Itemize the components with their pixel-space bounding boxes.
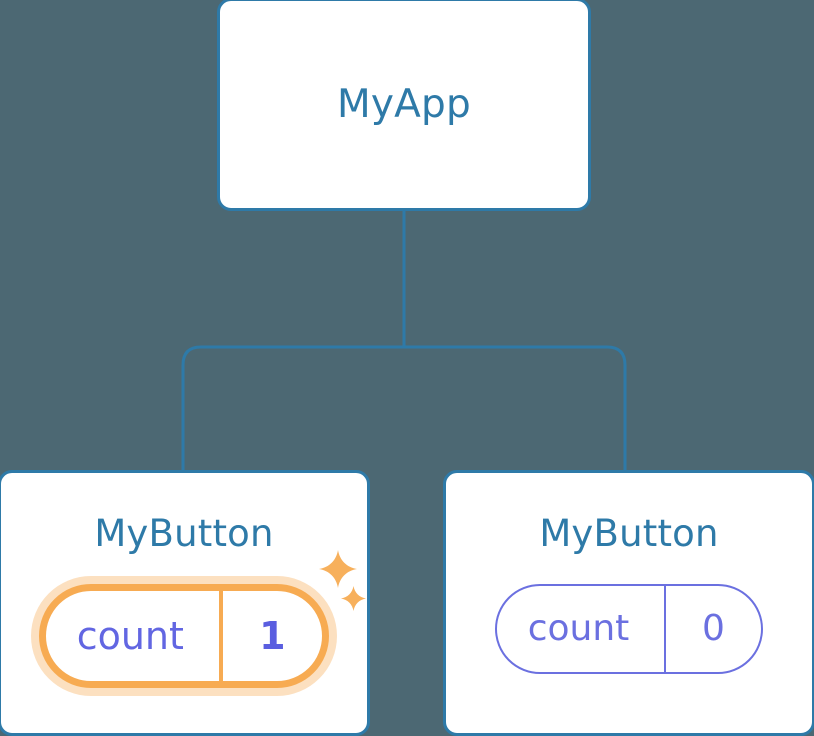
node-mybutton-left[interactable]: MyButton count 1 bbox=[0, 470, 370, 736]
state-pill-left-key: count bbox=[46, 591, 223, 681]
connector-branch-left bbox=[181, 345, 404, 470]
node-mybutton-right[interactable]: MyButton count 0 bbox=[443, 470, 814, 736]
node-mybutton-right-title: MyButton bbox=[539, 512, 719, 555]
state-pill-left-wrap: count 1 bbox=[39, 550, 366, 688]
node-myapp-title: MyApp bbox=[337, 82, 471, 127]
sparkle-icon bbox=[341, 586, 366, 611]
state-pill-right-wrap: count 0 bbox=[495, 584, 763, 674]
connector-branch-right bbox=[404, 345, 627, 470]
state-pill-left[interactable]: count 1 bbox=[39, 584, 329, 688]
node-mybutton-left-title: MyButton bbox=[94, 512, 274, 555]
state-pill-right[interactable]: count 0 bbox=[495, 584, 763, 674]
state-pill-right-key: count bbox=[497, 586, 666, 672]
state-pill-left-value-label: 1 bbox=[259, 614, 286, 658]
state-pill-right-key-label: count bbox=[527, 608, 630, 649]
state-pill-left-key-label: count bbox=[76, 614, 184, 658]
state-pill-right-value-label: 0 bbox=[702, 608, 725, 649]
state-pill-right-value: 0 bbox=[666, 586, 761, 672]
node-myapp[interactable]: MyApp bbox=[217, 0, 591, 211]
state-pill-left-value: 1 bbox=[223, 591, 322, 681]
sparkle-icon bbox=[319, 550, 357, 588]
